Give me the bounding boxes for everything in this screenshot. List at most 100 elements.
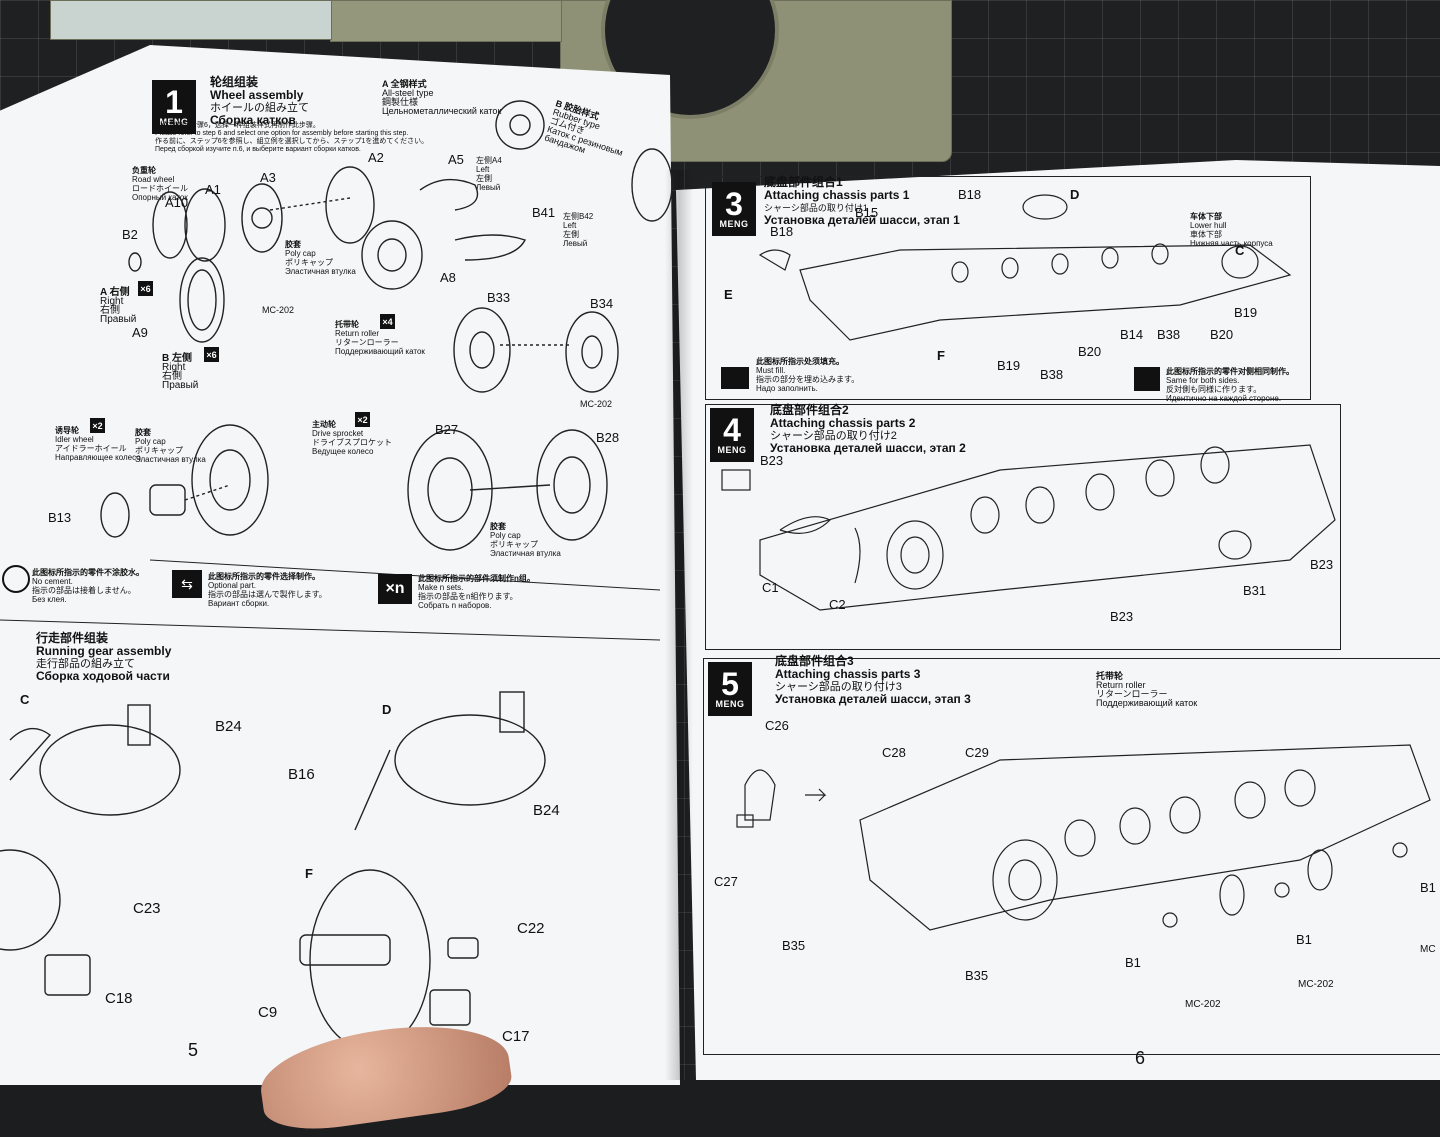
part-c18-box bbox=[44, 954, 91, 996]
legend-optional: 此图标所指示的零件选择制作。 Optional part. 指示の部品は選んで製… bbox=[208, 572, 327, 608]
s4-b31: B31 bbox=[1243, 583, 1267, 598]
arm-b41 bbox=[454, 234, 526, 261]
step5-title: 底盘部件组合3 Attaching chassis parts 3 シャーシ部品… bbox=[775, 655, 971, 706]
tyre-a9 bbox=[179, 257, 225, 343]
fender-c1 bbox=[779, 516, 832, 534]
part-a10: A10 bbox=[165, 195, 189, 210]
poly-cap-ru: Эластичная втулка bbox=[285, 267, 356, 276]
option-a-en: All-steel type bbox=[382, 88, 434, 98]
step5-badge: 5 MENG bbox=[708, 662, 752, 716]
fill-cn: 此图标所指示处须填充。 bbox=[756, 357, 844, 366]
road-wheel-en: Road wheel bbox=[132, 175, 175, 184]
fender-c2 bbox=[854, 527, 861, 584]
s4-c2: C2 bbox=[829, 597, 846, 612]
nsets-icon: ×n bbox=[378, 574, 412, 604]
label-c22: C22 bbox=[517, 920, 545, 937]
option-a-wheel bbox=[495, 100, 545, 150]
s5-rr-en: Return roller bbox=[1096, 680, 1146, 690]
step1-badge: 1 MENG bbox=[152, 80, 196, 134]
nsets-jp: 指示の部品をn組作ります。 bbox=[418, 592, 518, 601]
step-number: 1 bbox=[165, 84, 183, 120]
left-ru-2: Левый bbox=[563, 239, 588, 248]
mc202-tag-1: MC-202 bbox=[262, 305, 295, 315]
nocement-en: No cement. bbox=[32, 577, 73, 586]
road-wheel-jp: ロードホイール bbox=[132, 184, 188, 193]
poly-cap-en-2: Poly cap bbox=[135, 437, 166, 446]
poly-cap-jp-2: ポリキャップ bbox=[135, 446, 183, 455]
lower-hull-en: Lower hull bbox=[1190, 221, 1227, 230]
fill-en: Must fill. bbox=[756, 366, 786, 375]
left-jp-2: 左側 bbox=[563, 230, 579, 239]
b41-left-note: 左侧B42 Left 左側 Левый bbox=[563, 212, 593, 248]
warning-jp: 作る前に、ステップ6を参照し、組立例を選択してから、ステップ1を進めてください。 bbox=[155, 138, 429, 145]
left-jp: 左側 bbox=[476, 174, 492, 183]
step2-title-ru: Сборка ходовой части bbox=[36, 669, 170, 683]
option-a-cn: A 全钢样式 bbox=[382, 79, 427, 89]
a-right-label: A 右侧 Right 右側 Правый bbox=[100, 288, 136, 325]
poly-cap-en-3: Poly cap bbox=[490, 531, 521, 540]
step5-return-roller: 托带轮 Return roller リターンローラー Поддерживающи… bbox=[1096, 672, 1197, 708]
roller-b34 bbox=[565, 311, 619, 393]
nocement-icon bbox=[2, 565, 30, 593]
step2-title-jp: 走行部品の組み立て bbox=[36, 658, 135, 670]
poly-cap-label-2: 胶套 Poly cap ポリキャップ Эластичная втулка bbox=[135, 428, 206, 464]
idler-label: 诱导轮 Idler wheel アイドラーホイール Направляющее к… bbox=[55, 426, 141, 462]
roller-b33 bbox=[453, 307, 511, 393]
fill-icon bbox=[721, 367, 749, 389]
s4-b23-3: B23 bbox=[1110, 609, 1134, 624]
step5-title-jp: シャーシ部品の取り付け3 bbox=[775, 681, 902, 693]
optional-ru: Вариант сборки. bbox=[208, 599, 270, 608]
a5-left-note: 左侧A4 Left 左側 Левый bbox=[476, 156, 502, 192]
idler-cn: 诱导轮 bbox=[55, 426, 79, 435]
lower-hull-outline bbox=[799, 244, 1292, 341]
poly-cap-cn-2: 胶套 bbox=[135, 428, 151, 437]
optional-icon: ⇆ bbox=[172, 570, 202, 598]
s5-c26: C26 bbox=[765, 718, 789, 733]
page-number-left: 5 bbox=[188, 1040, 199, 1060]
poly-cap-label: 胶套 Poly cap ポリキャップ Эластичная втулка bbox=[285, 240, 356, 276]
step3-frame bbox=[705, 176, 1311, 400]
s5-b1: B1 bbox=[1125, 955, 1141, 970]
return-roller-label: 托带轮 Return roller リターンローラー Поддерживающи… bbox=[335, 320, 425, 356]
wheel-a3 bbox=[241, 183, 283, 253]
badge-x2-sprocket: ×2 bbox=[355, 412, 370, 427]
arm-a5 bbox=[419, 178, 479, 211]
left-en: Left bbox=[476, 165, 490, 174]
step3-title-ru: Установка деталей шасси, этап 1 bbox=[764, 213, 960, 227]
step5-frame bbox=[703, 658, 1440, 1055]
step4-title-ru: Установка деталей шасси, этап 2 bbox=[770, 441, 966, 455]
idler-ru: Направляющее колесо bbox=[55, 453, 141, 462]
s3-b38-2: B38 bbox=[1040, 367, 1064, 382]
sprocket-jp: ドライブスプロケット bbox=[312, 438, 392, 447]
idler-wheel bbox=[191, 424, 269, 536]
fill-ru: Надо заполнить. bbox=[756, 384, 818, 393]
s5-b35-2: B35 bbox=[965, 968, 989, 983]
hull-outline-5 bbox=[859, 744, 1431, 931]
part-c22-box bbox=[447, 937, 479, 959]
s3-b18: B18 bbox=[958, 187, 982, 202]
s3-b15: B15 bbox=[855, 205, 879, 220]
brand-logo: MENG bbox=[159, 117, 189, 127]
page-fold bbox=[665, 170, 693, 1080]
part-c17-box bbox=[429, 989, 471, 1026]
s3-d: D bbox=[1070, 187, 1080, 202]
s5-rr-jp: リターンローラー bbox=[1096, 689, 1168, 699]
same-note: 此图标所指示的零件对侧相同制作。 Same for both sides. 反対… bbox=[1166, 367, 1294, 403]
step4-title: 底盘部件组合2 Attaching chassis parts 2 シャーシ部品… bbox=[770, 404, 966, 455]
option-b-wheel bbox=[631, 148, 673, 222]
page-number-right: 6 bbox=[1135, 1048, 1146, 1068]
part-b34: B34 bbox=[590, 296, 614, 311]
s3-b20: B20 bbox=[1210, 327, 1234, 342]
mc202-tag-2: MC-202 bbox=[580, 399, 613, 409]
wheel-a10 bbox=[152, 191, 188, 259]
cap-b13 bbox=[100, 492, 130, 538]
decal-sheet bbox=[50, 0, 332, 40]
step5-title-ru: Установка деталей шасси, этап 3 bbox=[775, 692, 971, 706]
poly-cap-ru-3: Эластичная втулка bbox=[490, 549, 561, 558]
badge-x6-a: ×6 bbox=[138, 281, 153, 296]
badge-x4: ×4 bbox=[380, 314, 395, 329]
legend-nsets: 此图标所指示的部件须制作n组。 Make n sets. 指示の部品をn組作りま… bbox=[418, 574, 535, 610]
same-both-sides-icon bbox=[1134, 367, 1160, 391]
optional-jp: 指示の部品は選んで製作します。 bbox=[208, 590, 327, 599]
s5-rr-ru: Поддерживающий каток bbox=[1096, 698, 1198, 708]
